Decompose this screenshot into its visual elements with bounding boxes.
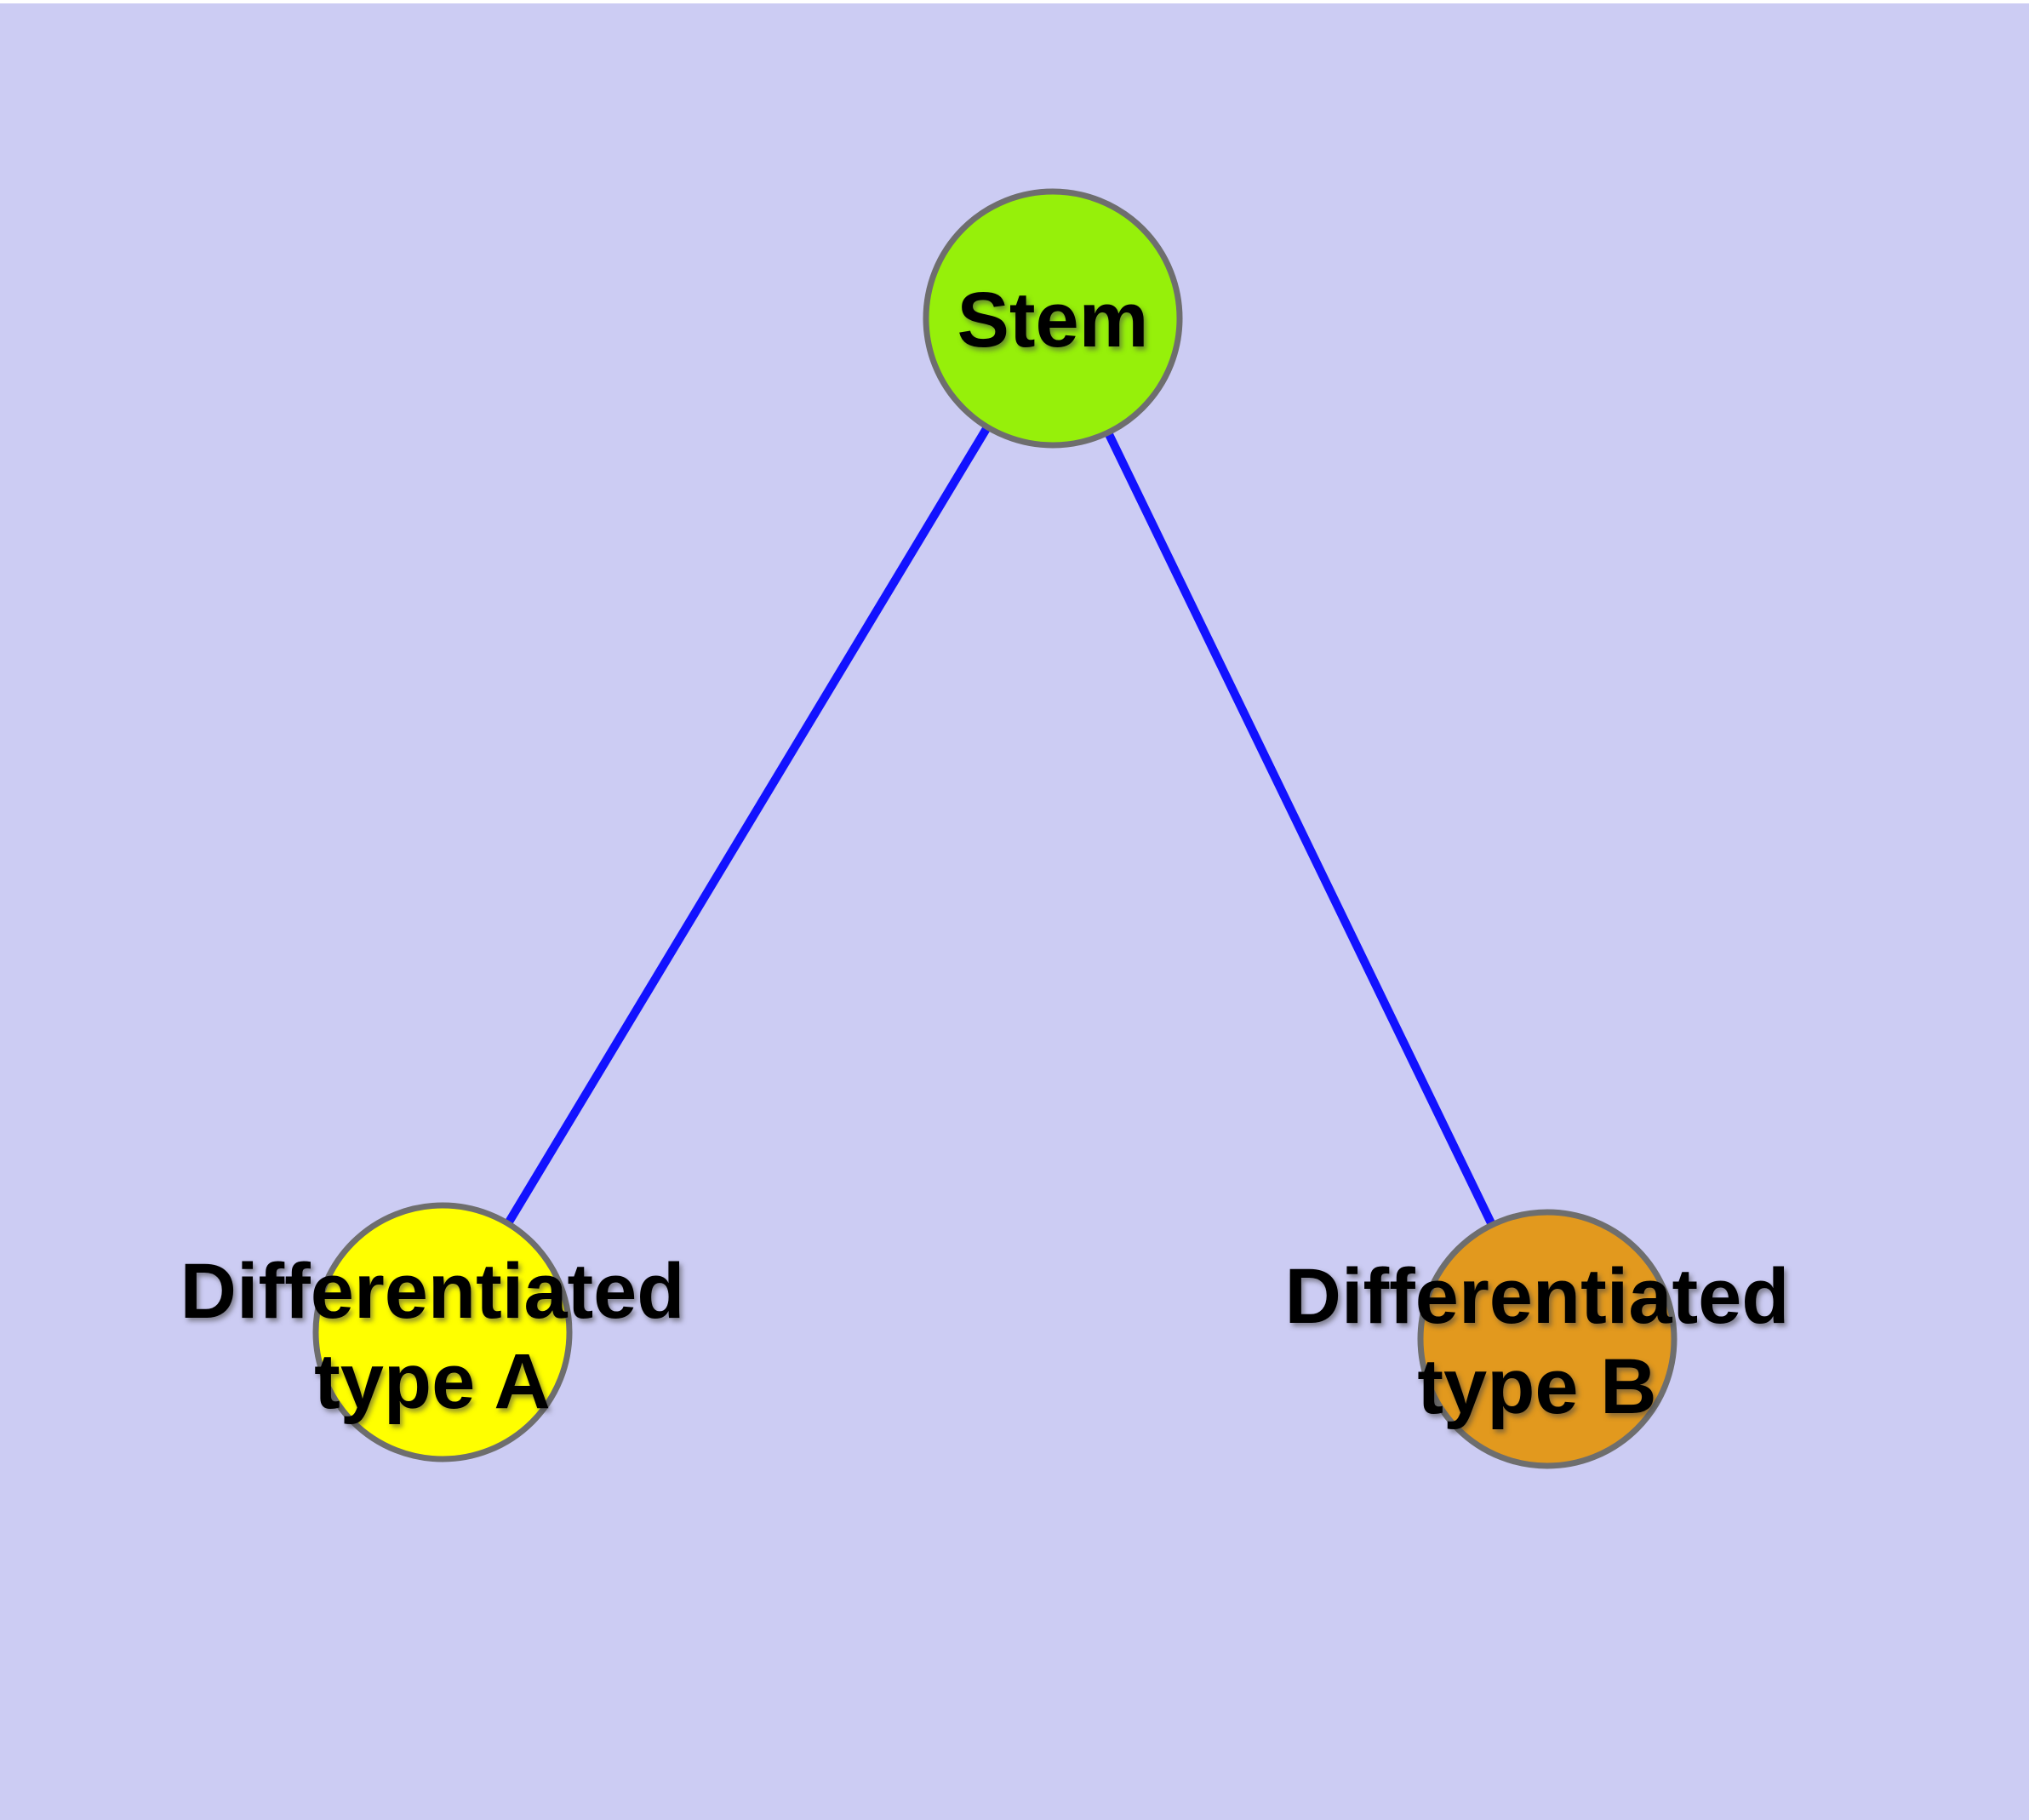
node-type-b-label: Differentiated type B [1285, 1251, 1790, 1432]
node-stem-label: Stem [957, 275, 1149, 365]
edge-stem-to-type-b [1049, 316, 1552, 1342]
node-stem-circle [923, 188, 1183, 449]
node-type-a-circle [312, 1202, 573, 1462]
graph-svg [0, 3, 2029, 1820]
node-type-a-label-line2: type A [314, 1338, 551, 1425]
node-type-b-circle [1417, 1209, 1677, 1469]
edge-stem-to-type-a [438, 316, 1057, 1335]
node-type-a-label-line1: Differentiated [180, 1248, 685, 1335]
node-stem-label-line: Stem [957, 277, 1149, 363]
node-type-b-label-line1: Differentiated [1284, 1253, 1790, 1340]
node-type-b-label-line2: type B [1417, 1343, 1657, 1430]
node-type-a-label: Differentiated type A [180, 1246, 685, 1427]
